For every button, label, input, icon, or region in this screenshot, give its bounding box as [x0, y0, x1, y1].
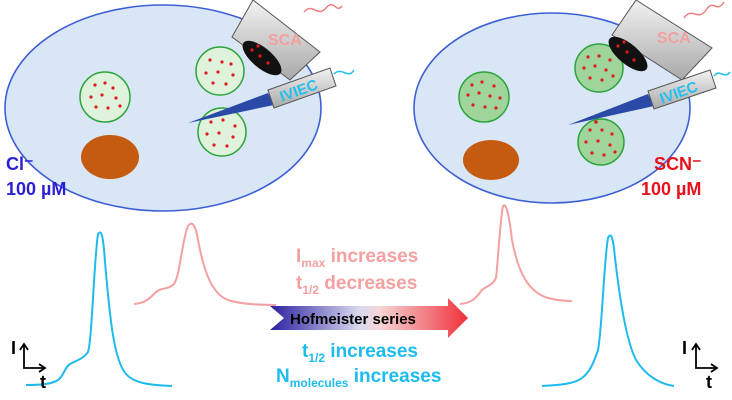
- left-cell-group: SCA IVIEC Cl⁻ 100 µM: [4, 0, 355, 212]
- right-axis-x-label: t: [706, 372, 712, 392]
- thalf-decreases-label: t1/2 decreases: [296, 273, 417, 297]
- left-concentration-label: 100 µM: [6, 179, 66, 199]
- left-iviec-electrode: [188, 67, 355, 123]
- right-axis-y-label: I: [682, 338, 687, 358]
- left-anion-label: Cl⁻: [6, 154, 34, 174]
- right-anion-label: SCN⁻: [654, 154, 702, 174]
- right-vesicle-3: [577, 118, 625, 166]
- right-sca-probe: [608, 0, 725, 81]
- left-sca-label: SCA: [268, 32, 302, 49]
- nmolecules-increases-label: Nmolecules increases: [276, 366, 441, 390]
- left-axis-x-label: t: [40, 372, 46, 392]
- right-vesicle-2: [574, 43, 624, 93]
- left-axes-icon: [19, 342, 47, 373]
- imax-increases-label: Imax increases: [296, 246, 418, 270]
- left-vesicle-3: [197, 107, 247, 157]
- left-cell-nucleus: [81, 135, 139, 179]
- left-blue-trace: [25, 231, 173, 387]
- right-vesicle-1: [458, 71, 510, 123]
- left-vesicle-2: [195, 46, 245, 96]
- right-concentration-label: 100 µM: [641, 179, 701, 199]
- left-sca-probe: [231, 0, 343, 81]
- right-sca-label: SCA: [657, 30, 691, 47]
- thalf-increases-label: t1/2 increases: [302, 341, 418, 365]
- right-cell-nucleus: [463, 140, 519, 180]
- right-axes-icon: [691, 342, 719, 373]
- right-cell-group: SCA IVIEC SCN⁻ 100 µM: [413, 0, 731, 204]
- left-axis-y-label: I: [11, 338, 16, 358]
- right-blue-trace: [541, 234, 675, 387]
- left-vesicle-1: [79, 71, 131, 123]
- left-pink-trace: [133, 222, 277, 306]
- hofmeister-arrow: [270, 298, 468, 338]
- right-iviec-electrode: [568, 69, 731, 125]
- right-pink-trace: [459, 204, 573, 305]
- hofmeister-series-label: Hofmeister series: [290, 311, 416, 328]
